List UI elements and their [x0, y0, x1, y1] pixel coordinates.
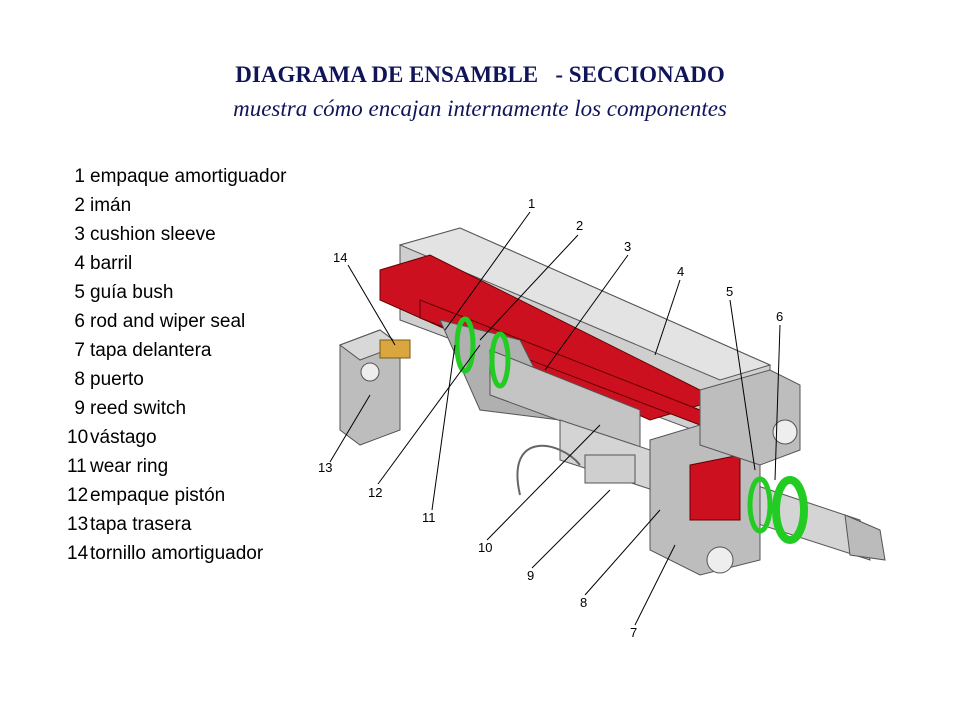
legend-number: 8 [74, 369, 85, 390]
legend-number: 2 [74, 195, 85, 216]
callout-2: 2 [576, 218, 583, 233]
callout-4: 4 [677, 264, 684, 279]
legend-item: 14tornillo amortiguador [67, 539, 286, 568]
diagram-title: DIAGRAMA DE ENSAMBLE - SECCIONADO [235, 62, 725, 87]
callout-3: 3 [624, 239, 631, 254]
legend-label: imán [90, 195, 132, 216]
callout-1: 1 [528, 196, 535, 211]
legend-number: 11 [67, 456, 87, 477]
callout-leaders [329, 211, 781, 626]
legend-label: barril [90, 253, 133, 274]
legend-label: wear ring [90, 456, 169, 477]
legend-number: 10 [67, 427, 89, 448]
legend-number: 3 [74, 224, 85, 245]
reed-switch [516, 444, 636, 496]
callout-12: 12 [368, 485, 382, 500]
callout-7: 7 [630, 625, 637, 640]
legend-label: empaque pistón [90, 485, 226, 506]
legend-label: guía bush [90, 282, 174, 303]
legend-label: empaque amortiguador [90, 166, 287, 187]
legend-number: 7 [74, 340, 85, 361]
callout-6: 6 [776, 309, 783, 324]
legend-label: tapa delantera [90, 340, 212, 361]
legend-label: puerto [90, 369, 144, 390]
front-port [699, 369, 801, 466]
legend-number: 6 [74, 311, 85, 332]
legend-item: 10vástago [67, 423, 286, 452]
legend-number: 12 [67, 485, 89, 506]
callout-5: 5 [726, 284, 733, 299]
legend-item: 13tapa trasera [67, 510, 286, 539]
legend-label: cushion sleeve [90, 224, 216, 245]
legend-label: tapa trasera [90, 514, 192, 535]
callout-9: 9 [527, 568, 534, 583]
legend-label: vástago [90, 427, 157, 448]
legend-number: 14 [67, 543, 89, 564]
callout-11: 11 [422, 510, 436, 525]
legend-number: 13 [67, 514, 89, 535]
legend-label: reed switch [90, 398, 187, 419]
callout-8: 8 [580, 595, 587, 610]
piston-assembly [379, 316, 641, 451]
callout-10: 10 [478, 540, 492, 555]
barrel [379, 227, 772, 441]
legend-item: 12empaque pistón [67, 481, 286, 510]
cylinder-cutaway-illustration: 1 2 3 4 5 6 7 8 9 10 11 12 13 14 [318, 196, 886, 640]
rear-end-cap [338, 329, 402, 446]
legend-label: tornillo amortiguador [90, 543, 264, 564]
callout-13: 13 [318, 460, 332, 475]
legend-number: 9 [74, 398, 85, 419]
diagram-subtitle: muestra cómo encajan internamente los co… [233, 96, 727, 121]
legend-number: 4 [74, 253, 85, 274]
legend-label: rod and wiper seal [90, 311, 246, 332]
legend-number: 5 [74, 282, 85, 303]
legend-number: 1 [74, 166, 85, 187]
front-end-cap [649, 424, 808, 576]
callout-14: 14 [333, 250, 347, 265]
